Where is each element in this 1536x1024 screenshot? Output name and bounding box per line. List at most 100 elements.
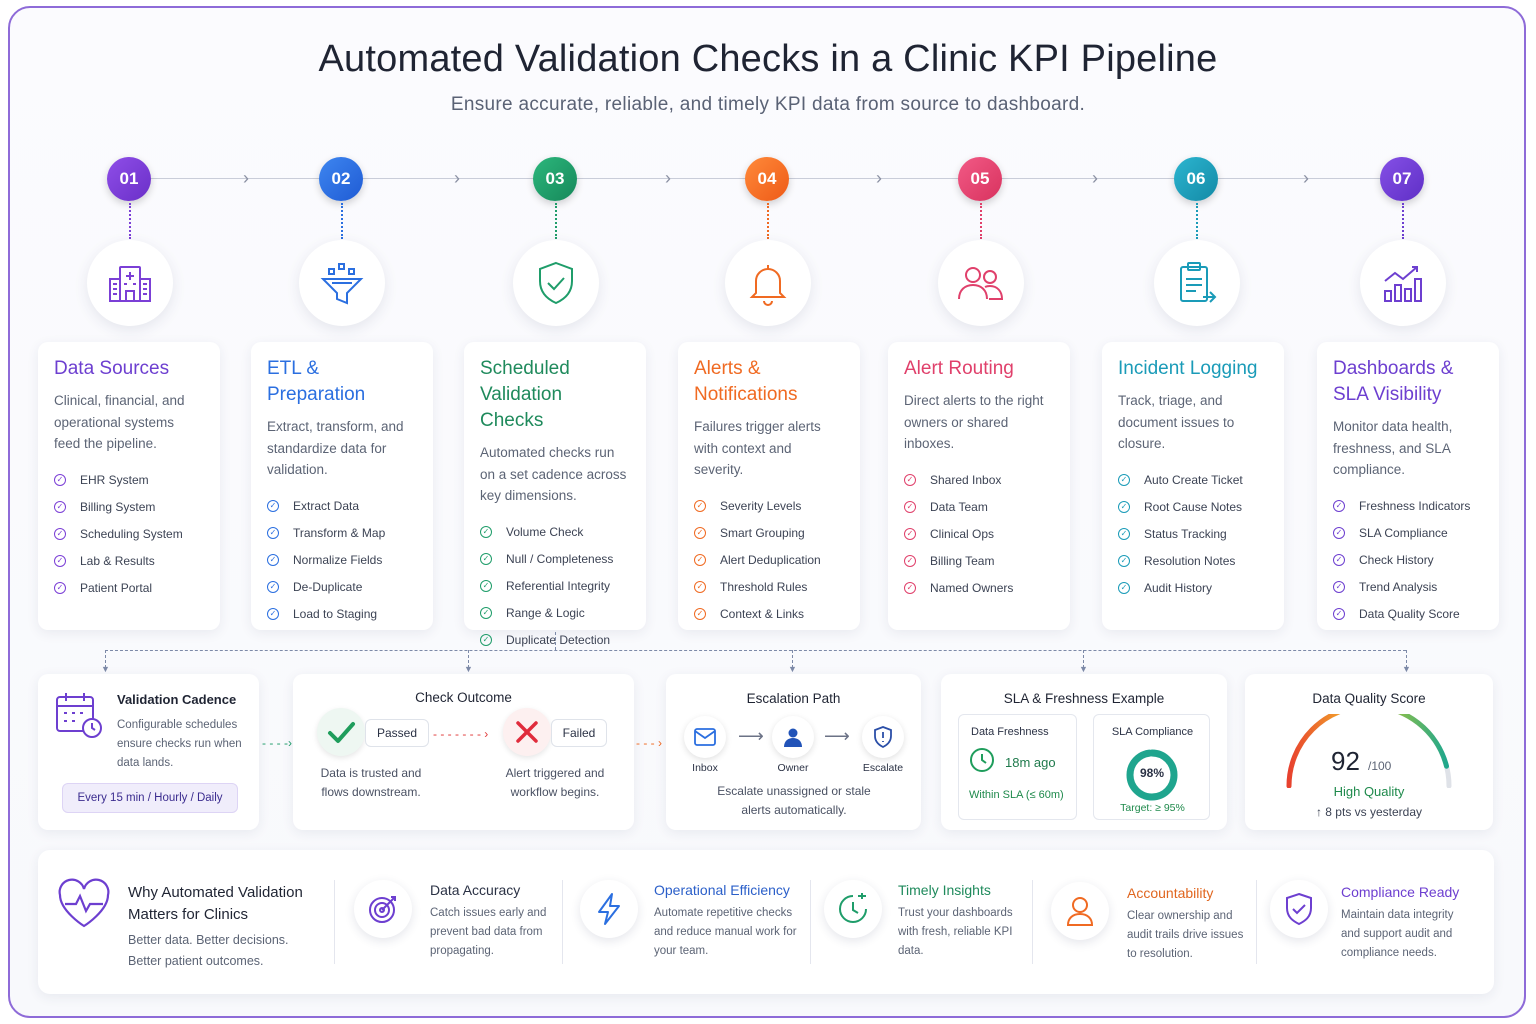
hospital-icon [87, 240, 173, 326]
panel-sla-freshness: SLA & Freshness Example Data Freshness 1… [941, 674, 1227, 830]
compliance-card: SLA Compliance 98% Target: ≥ 95% [1093, 714, 1210, 820]
arrow-icon: › [454, 168, 460, 188]
check-icon: ✓ [480, 634, 492, 646]
list-item: ✓Shared Inbox [904, 467, 1054, 494]
check-icon: ✓ [1118, 474, 1130, 486]
list-item: ✓Referential Integrity [480, 573, 630, 600]
panel-data-quality-score: Data Quality Score 92 /100 High Quality … [1245, 674, 1493, 830]
list-item: ✓Range & Logic [480, 600, 630, 627]
panel-desc: Configurable schedules ensure checks run… [117, 719, 242, 769]
arrow-right-icon: ⟶ [824, 726, 850, 746]
arrow-down-icon: ▼ [1079, 664, 1088, 674]
arrow-down-icon: ▼ [1402, 664, 1411, 674]
divider [810, 880, 811, 964]
list-item: ✓Freshness Indicators [1333, 493, 1483, 520]
panel-validation-cadence: Validation Cadence Configurable schedule… [38, 674, 259, 830]
divider [1032, 880, 1033, 964]
arrow-icon: › [243, 168, 249, 188]
funnel-icon [299, 240, 385, 326]
check-icon: ✓ [1333, 608, 1345, 620]
lightning-icon [580, 880, 638, 938]
arrow-down-icon: ▼ [464, 664, 473, 674]
card-desc: Automated checks run on a set cadence ac… [480, 445, 627, 503]
dotted-arrow-icon: - - - - - - - › [433, 727, 489, 741]
freshness-card: Data Freshness 18m ago Within SLA (≤ 60m… [958, 714, 1077, 820]
connector [555, 632, 556, 650]
card-validation-checks: Scheduled Validation Checks Automated ch… [464, 342, 646, 647]
passed-label: Passed [365, 719, 429, 747]
item-desc: Automate repetitive checks and reduce ma… [654, 907, 797, 957]
list-item: ✓Root Cause Notes [1118, 494, 1268, 521]
heart-pulse-icon [56, 878, 112, 935]
check-icon: ✓ [694, 608, 706, 620]
clock-icon [969, 747, 995, 778]
card-alerts: Alerts & Notifications Failures trigger … [678, 342, 860, 630]
arrow-icon: › [665, 168, 671, 188]
quality-delta: ↑ 8 pts vs yesterday [1315, 805, 1423, 819]
check-icon: ✓ [267, 527, 279, 539]
list-item: ✓Null / Completeness [480, 546, 630, 573]
step-badge-04: 04 [745, 157, 789, 201]
card-title: ETL & Preparation [267, 358, 366, 405]
list-item: ✓Volume Check [480, 519, 630, 546]
list-item: ✓SLA Compliance [1333, 520, 1483, 547]
connector [555, 203, 557, 239]
chart-icon [1360, 240, 1446, 326]
list-item: ✓Duplicate Detection [480, 627, 630, 654]
check-icon: ✓ [904, 501, 916, 513]
card-title: Alert Routing [904, 358, 1014, 379]
list-item: ✓EHR System [54, 467, 204, 494]
schedule-chip[interactable]: Every 15 min / Hourly / Daily [62, 783, 238, 813]
list-item: ✓Resolution Notes [1118, 548, 1268, 575]
check-icon: ✓ [267, 500, 279, 512]
check-icon: ✓ [54, 501, 66, 513]
check-icon: ✓ [480, 526, 492, 538]
list-item: ✓Billing Team [904, 548, 1054, 575]
connector [792, 650, 793, 668]
step-badge-07: 07 [1380, 157, 1424, 201]
connector [129, 203, 131, 239]
list-item: ✓Context & Links [694, 601, 844, 628]
step-badge-05: 05 [958, 157, 1002, 201]
failed-label: Failed [551, 719, 607, 747]
panel-title: SLA & Freshness Example [1003, 691, 1165, 706]
arrow-down-icon: ▼ [788, 664, 797, 674]
divider [1256, 880, 1257, 964]
check-icon: ✓ [1118, 582, 1130, 594]
list-item: ✓Trend Analysis [1333, 574, 1483, 601]
list-item: ✓Clinical Ops [904, 521, 1054, 548]
arrow-down-icon: ▼ [101, 664, 110, 674]
arrow-icon: › [876, 168, 882, 188]
check-icon [317, 708, 365, 756]
dotted-arrow-icon: - - - › [636, 736, 662, 750]
node-label: Inbox [692, 762, 718, 774]
panel-title: Validation Cadence [117, 692, 237, 707]
card-title: Incident Logging [1118, 358, 1258, 379]
step-badge-06: 06 [1174, 157, 1218, 201]
compliance-value: 98% [1139, 766, 1165, 780]
check-icon: ✓ [267, 581, 279, 593]
page-title: Automated Validation Checks in a Clinic … [318, 38, 1218, 80]
connector [1406, 650, 1407, 668]
dotted-arrow-icon: - - - -› [262, 736, 292, 750]
card-desc: Track, triage, and document issues to cl… [1118, 393, 1235, 451]
quality-label: High Quality [1333, 784, 1405, 799]
list-item: ✓Transform & Map [267, 520, 417, 547]
list-item: ✓Data Team [904, 494, 1054, 521]
check-icon: ✓ [1333, 500, 1345, 512]
connector [105, 650, 106, 668]
connector [1083, 650, 1084, 668]
clock-icon [824, 880, 882, 938]
list-item: ✓Status Tracking [1118, 521, 1268, 548]
check-icon: ✓ [694, 581, 706, 593]
why-title: Why Automated Validation Matters for Cli… [128, 884, 303, 923]
list-item: ✓Load to Staging [267, 601, 417, 628]
list-item: ✓Smart Grouping [694, 520, 844, 547]
freshness-status: Within SLA (≤ 60m) [969, 789, 1064, 801]
item-desc: Trust your dashboards with fresh, reliab… [898, 907, 1013, 957]
list-item: ✓Auto Create Ticket [1118, 467, 1268, 494]
arrow-right-icon: ⟶ [738, 726, 764, 746]
shield-alert-icon [862, 716, 904, 758]
shield-icon [1270, 880, 1328, 938]
users-icon [938, 240, 1024, 326]
